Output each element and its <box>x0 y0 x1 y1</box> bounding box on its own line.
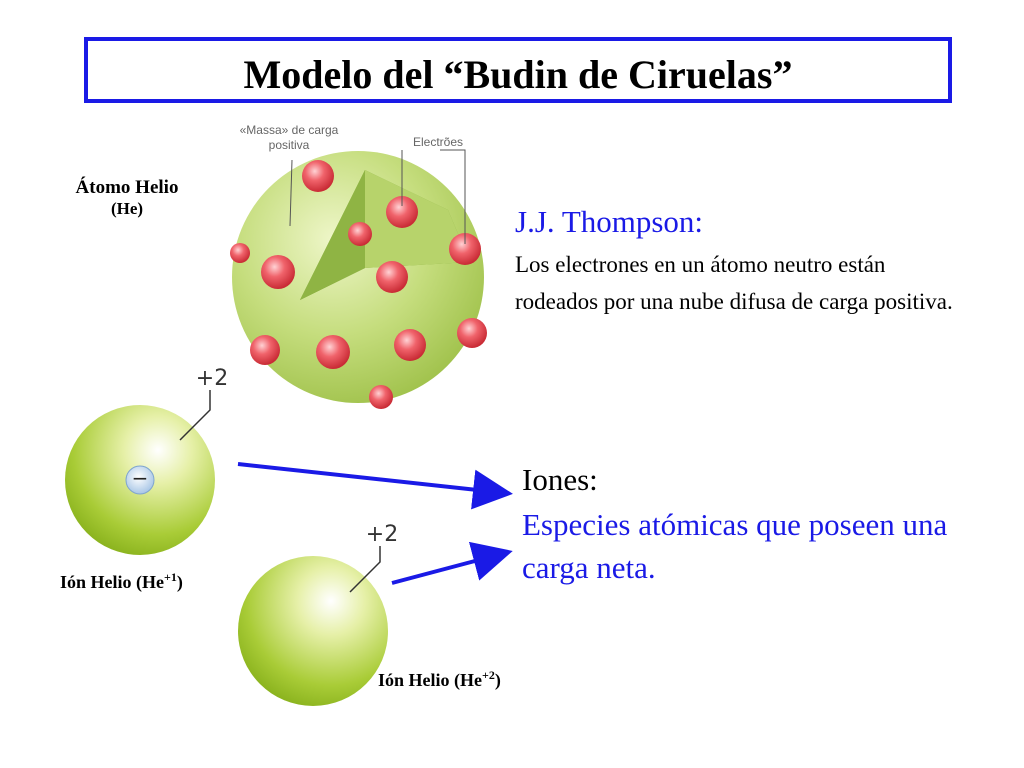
electron-sign: − <box>132 466 149 490</box>
electron <box>261 255 295 289</box>
electron <box>348 222 372 246</box>
thompson-name: J.J. Thompson: <box>515 204 704 239</box>
thompson-description: Los electrones en un átomo neutro están … <box>515 252 953 314</box>
electron <box>457 318 487 348</box>
ion-he2-charge-leader <box>349 546 381 593</box>
arrow-ion1-to-iones <box>237 462 513 510</box>
electron-icon <box>125 465 155 495</box>
ion-he1: − +2 <box>65 366 228 555</box>
electron <box>230 243 250 263</box>
electron <box>369 385 393 409</box>
ion-he1-label-sup: +1 <box>164 570 177 584</box>
atom-label: Átomo Helio (He) <box>52 177 202 219</box>
plum-pudding-atom: «Massa» de carga positiva Electrões <box>230 123 487 409</box>
atom-label-line1: Átomo Helio <box>75 177 179 198</box>
massa-caption-line1: «Massa» de carga <box>240 123 339 137</box>
electrons-caption: Electrões <box>413 135 463 149</box>
electron <box>316 335 350 369</box>
ion-he2-label-base: Ión Helio (He <box>378 670 482 690</box>
iones-description: Especies atómicas que poseen una carga n… <box>522 507 948 585</box>
title-box: Modelo del “Budin de Ciruelas” <box>84 37 952 103</box>
ion-he1-charge-leader <box>179 390 211 441</box>
ion-he2-label: Ión Helio (He+2) <box>378 668 501 691</box>
ion-he1-label-base: Ión Helio (He <box>60 572 164 592</box>
electron <box>449 233 481 265</box>
electron <box>302 160 334 192</box>
page-title: Modelo del “Budin de Ciruelas” <box>243 52 793 97</box>
ion-he2-charge: +2 <box>366 522 398 547</box>
massa-leader-line <box>289 159 293 227</box>
arrow-ion2-to-iones <box>391 541 513 585</box>
electron <box>386 196 418 228</box>
cutaway-side-face <box>300 170 365 300</box>
ion-he2-label-sup: +2 <box>482 668 495 682</box>
iones-title: Iones: <box>522 462 598 497</box>
electron-bracket-line <box>440 149 466 244</box>
electron <box>376 261 408 293</box>
massa-caption-line2: positiva <box>269 138 310 152</box>
electron <box>394 329 426 361</box>
ion-he1-label: Ión Helio (He+1) <box>60 570 183 593</box>
ion-he2-sphere <box>238 556 388 706</box>
atom-label-line2: (He) <box>110 199 144 218</box>
ion-he2: +2 <box>238 522 398 706</box>
ion-he1-charge: +2 <box>196 366 228 391</box>
ion-he2-label-end: ) <box>494 670 501 690</box>
electron <box>250 335 280 365</box>
ion-he1-label-end: ) <box>176 572 183 592</box>
cutaway-inner-face <box>365 170 470 268</box>
electrons <box>230 160 487 409</box>
